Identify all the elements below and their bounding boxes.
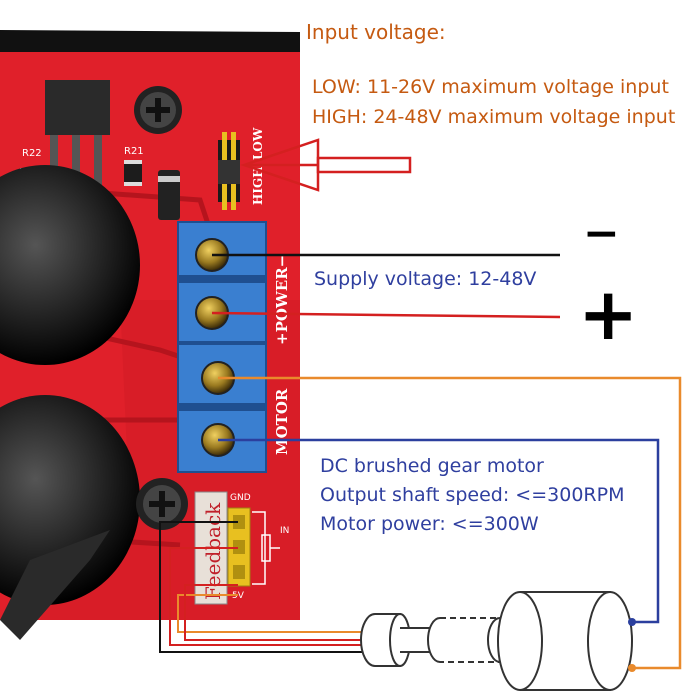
jumper-high-label: HIGH (251, 166, 265, 205)
motor-terminal-blue (628, 618, 636, 626)
feedback-wire-black (159, 521, 372, 653)
feedback-wire-red-2 (184, 584, 372, 641)
input-voltage-high: HIGH: 24-48V maximum voltage input (312, 106, 676, 128)
case-top-edge (0, 30, 300, 52)
motor-desc-line2: Output shaft speed: <=300RPM (320, 484, 625, 506)
motor-terminal-orange (628, 664, 636, 672)
input-voltage-low: LOW: 11-26V maximum voltage input (312, 76, 669, 98)
motor-desc-line3: Motor power: <=300W (320, 513, 539, 535)
input-voltage-title: Input voltage: (306, 20, 446, 44)
positive-sign: + (578, 272, 639, 356)
capacitor-bottom (0, 395, 140, 605)
voltage-jumper (218, 132, 240, 210)
motor-wire-blue (218, 438, 660, 624)
feedback-wire-red (169, 547, 372, 646)
voltage-regulator (45, 80, 110, 195)
motor-wire-orange (218, 376, 682, 670)
top-screw-icon (134, 86, 182, 134)
positive-supply-wire (211, 311, 561, 319)
resistor-r21 (124, 160, 142, 186)
feedback-label: Feedback (201, 502, 225, 600)
in-label: IN (280, 526, 289, 536)
r21-label: R21 (124, 146, 144, 157)
supply-voltage-label: Supply voltage: 12-48V (314, 268, 537, 290)
feedback-wire-orange (177, 594, 372, 633)
motor-desc-line1: DC brushed gear motor (320, 455, 544, 477)
diode (158, 170, 180, 220)
capacitor-top (0, 165, 140, 365)
motor-drawing (360, 591, 633, 691)
five-v-label: 5V (232, 591, 245, 601)
r22-label: R22 (22, 148, 42, 159)
jumper-low-label: LOW (251, 127, 265, 160)
negative-sign: − (583, 208, 620, 259)
header-silkscreen (252, 511, 280, 585)
bottom-screw-icon (136, 478, 188, 530)
power-label: +POWER− (273, 255, 291, 345)
arrow-head-icon (240, 138, 320, 192)
gnd-label: GND (230, 493, 251, 503)
cable (0, 530, 110, 640)
motor-label: MOTOR (273, 388, 291, 455)
